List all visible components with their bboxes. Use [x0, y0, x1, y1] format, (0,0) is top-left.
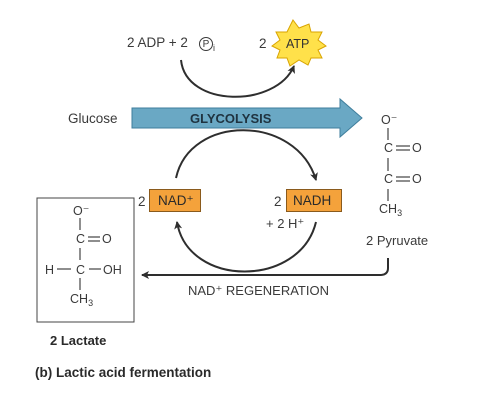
nad-label: NAD⁺ — [158, 193, 194, 208]
glucose-label: Glucose — [68, 111, 118, 126]
regeneration-arrow — [141, 258, 389, 279]
pyruvate-oxygen-1: O — [412, 141, 422, 155]
nad-regeneration-label: NAD⁺ REGENERATION — [188, 283, 329, 298]
nadh-label: NADH — [293, 193, 332, 208]
glycolysis-arrow — [131, 97, 363, 139]
nad-box — [149, 189, 201, 212]
pyruvate-methyl-sub: 3 — [397, 208, 403, 218]
pyruvate-carbon-1: C — [384, 141, 394, 155]
lactate-oxygen-1: O — [102, 232, 112, 246]
atp-burst-shape — [271, 19, 327, 67]
nad-to-nadh-arc — [175, 129, 318, 181]
lactate-bonds — [57, 218, 101, 290]
pyruvate-carbon-2: C — [384, 172, 394, 186]
phosphate-circle: P — [199, 37, 213, 51]
nad-coefficient: 2 — [138, 194, 146, 209]
phosphate-subscript: i — [213, 43, 215, 53]
pyruvate-o-minus: O⁻ — [381, 113, 398, 127]
pyruvate-oxygen-2: O — [412, 172, 422, 186]
pyruvate-methyl: CH3 — [379, 203, 402, 218]
nadh-to-nad-arc — [174, 221, 317, 273]
adp-label: 2 ADP + 2 — [127, 35, 188, 50]
pyruvate-label: 2 Pyruvate — [366, 233, 429, 248]
atp-label: ATP — [286, 37, 310, 51]
lactate-methyl-ch: CH — [70, 292, 89, 306]
protons-label: + 2 H⁺ — [266, 216, 305, 231]
pyruvate-methyl-ch: CH — [379, 202, 398, 216]
lactate-box — [36, 197, 135, 323]
glycolysis-label: GLYCOLYSIS — [190, 111, 272, 126]
lactate-hydrogen: H — [45, 263, 55, 277]
lactate-hydroxyl: OH — [103, 263, 122, 277]
adp-to-atp-arc — [180, 59, 295, 98]
nadh-coefficient: 2 — [274, 194, 282, 209]
lactate-methyl: CH3 — [70, 293, 93, 308]
atp-coefficient: 2 — [259, 36, 267, 51]
pyruvate-bonds — [387, 128, 410, 201]
lactate-o-minus: O⁻ — [73, 204, 90, 218]
figure-caption: (b) Lactic acid fermentation — [35, 365, 212, 380]
nadh-box — [286, 189, 342, 212]
lactate-carbon-2: C — [76, 263, 86, 277]
lactate-methyl-sub: 3 — [88, 298, 94, 308]
lactate-label: 2 Lactate — [50, 333, 107, 348]
lactate-carbon-1: C — [76, 232, 86, 246]
